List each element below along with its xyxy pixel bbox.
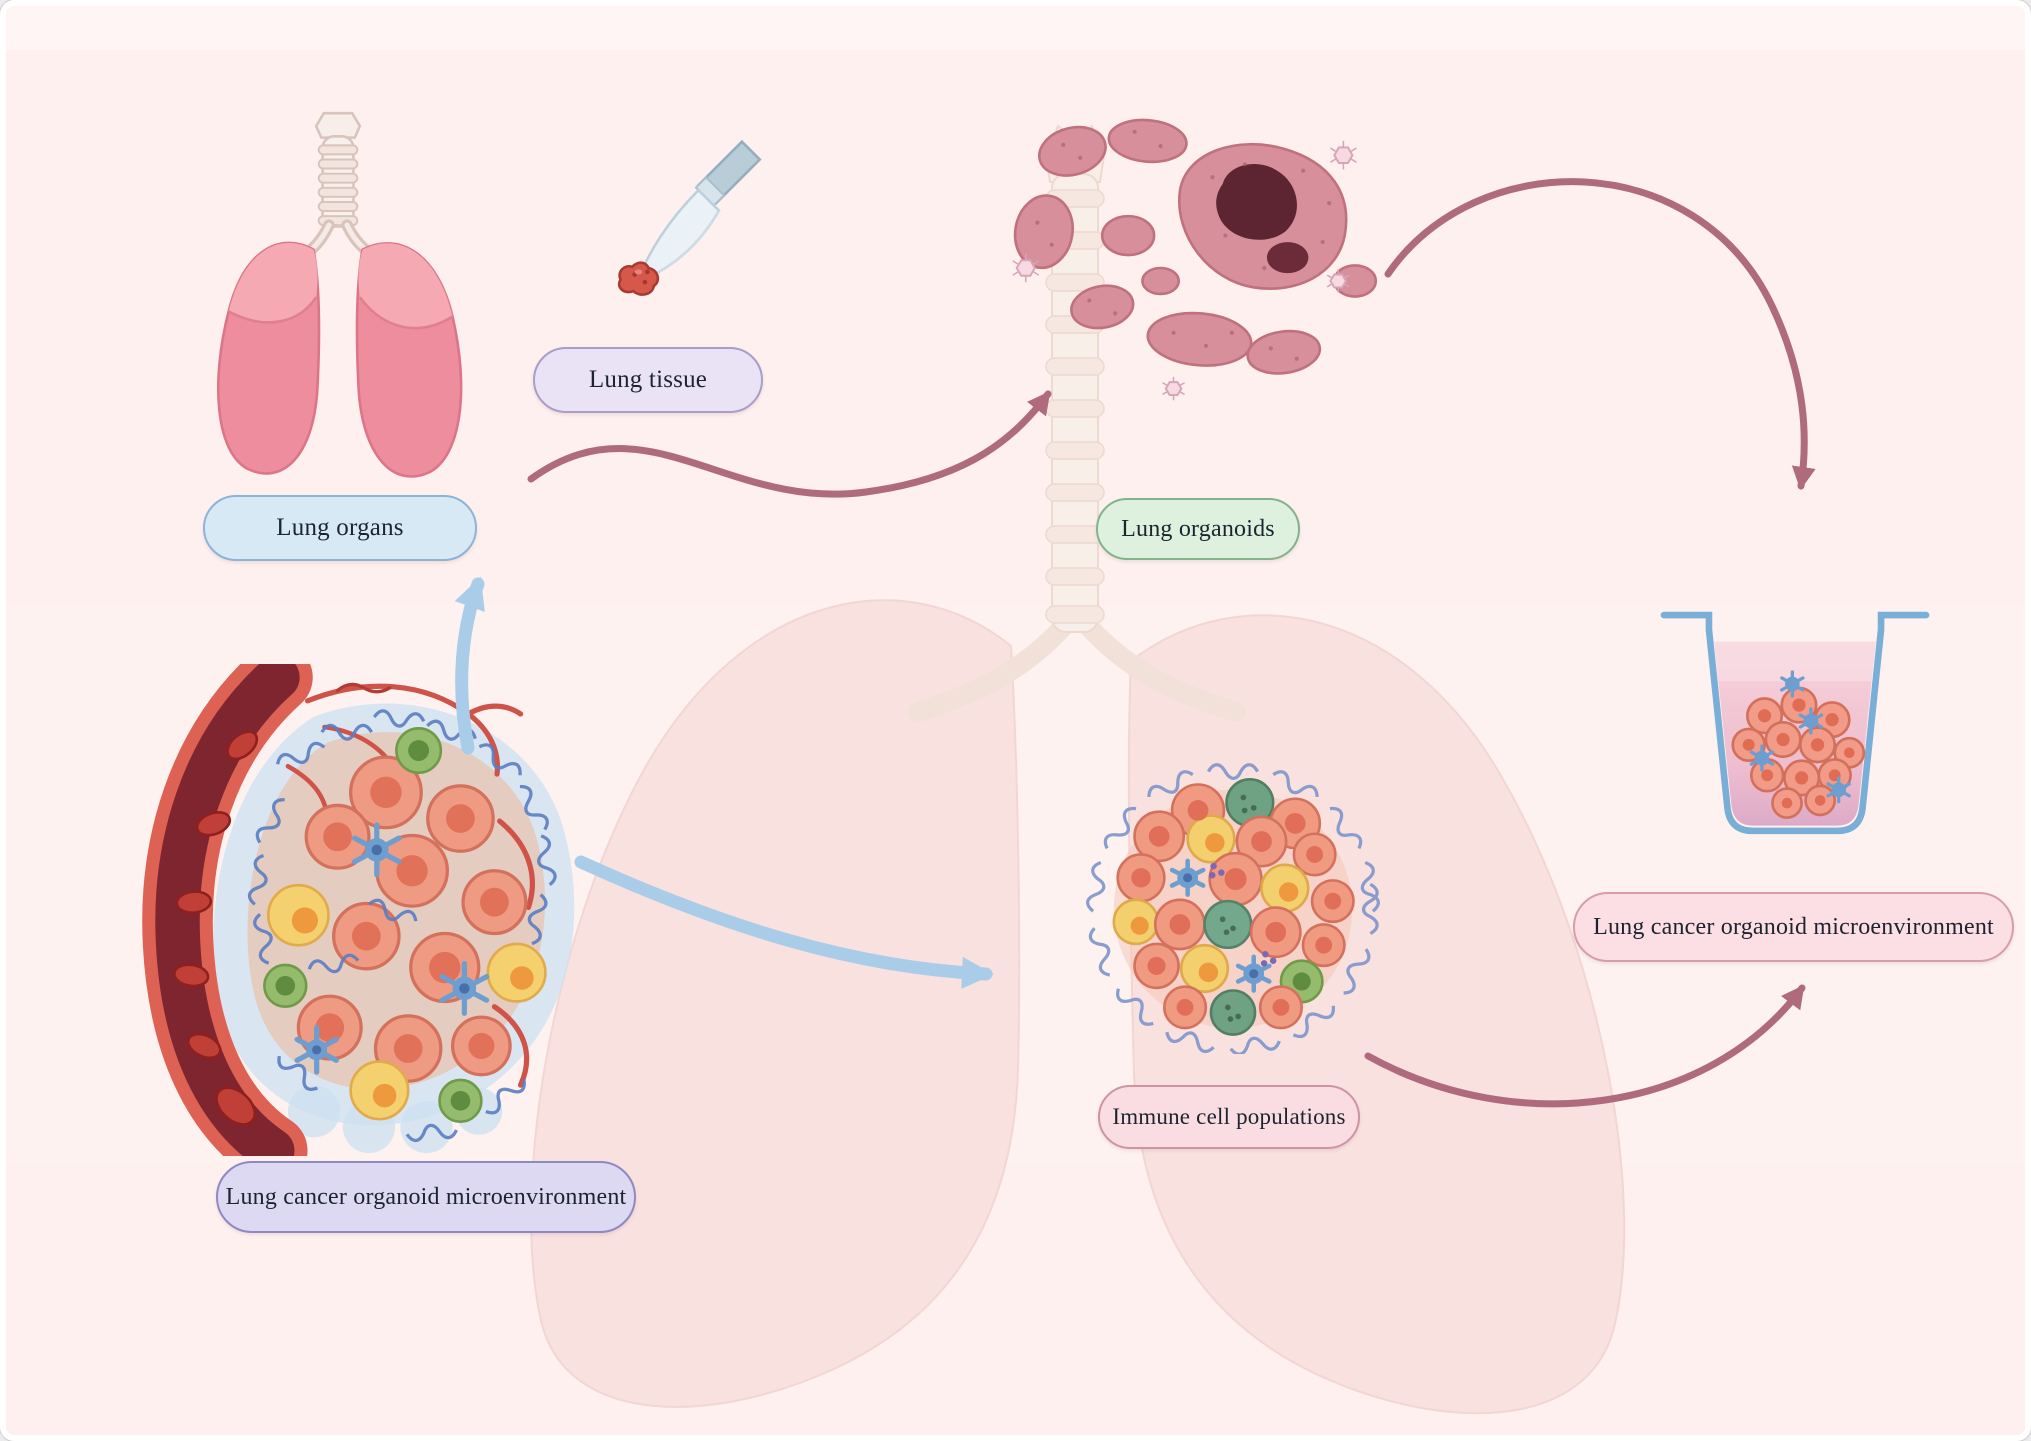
flow-arrows — [454, 178, 1816, 1108]
arrow-organoids-to-cup — [1384, 178, 1816, 490]
label-lung-organs: Lung organs — [203, 495, 477, 561]
label-lung-cancer-organoid-microenvironment-left: Lung cancer organoid microenvironment — [216, 1161, 636, 1233]
lung-organoid-illustration — [1005, 112, 1381, 424]
culture-cup-illustration — [1656, 588, 1934, 854]
arrow-lung-organs-to-organoids — [527, 390, 1052, 498]
dendritic-cells-icon — [294, 822, 490, 1075]
label-lung-tissue-text: Lung tissue — [588, 366, 708, 393]
virus-particle-icon — [1012, 140, 1357, 401]
tissue-piece-icon — [617, 261, 660, 296]
arrow-microenvironment-to-lung-organs — [454, 576, 485, 755]
label-immune-text: Immune cell populations — [1112, 1104, 1346, 1129]
label-lung-organs-text: Lung organs — [276, 514, 404, 541]
dendritic-cells-icon — [1169, 858, 1272, 993]
tumor-microenvironment-illustration — [118, 642, 582, 1186]
capillary-vessels-icon — [285, 682, 535, 1088]
label-immune-cell-populations: Immune cell populations — [1098, 1085, 1360, 1149]
label-lung-organoids-text: Lung organoids — [1121, 515, 1275, 542]
arrow-microenvironment-to-immune-cells — [574, 855, 994, 989]
blood-vessel-icon — [142, 642, 313, 1186]
organoid-cells-in-cup-icon — [1731, 670, 1866, 819]
arrow-immune-cells-to-cup-label — [1364, 984, 1806, 1108]
label-lco-right-text: Lung cancer organoid microenvironment — [1593, 913, 1994, 940]
label-lco-left-text: Lung cancer organoid microenvironment — [225, 1183, 627, 1210]
label-lung-tissue: Lung tissue — [533, 347, 763, 413]
scalpel-tissue-illustration — [604, 134, 770, 300]
red-blood-cells-icon — [172, 730, 259, 1126]
immune-cell-cluster-illustration — [1084, 756, 1382, 1058]
tumor-cells-icon — [263, 727, 547, 1124]
label-lung-cancer-organoid-microenvironment-right: Lung cancer organoid microenvironment — [1573, 892, 2014, 962]
lungs-illustration — [190, 105, 486, 492]
label-lung-organoids: Lung organoids — [1096, 498, 1300, 560]
